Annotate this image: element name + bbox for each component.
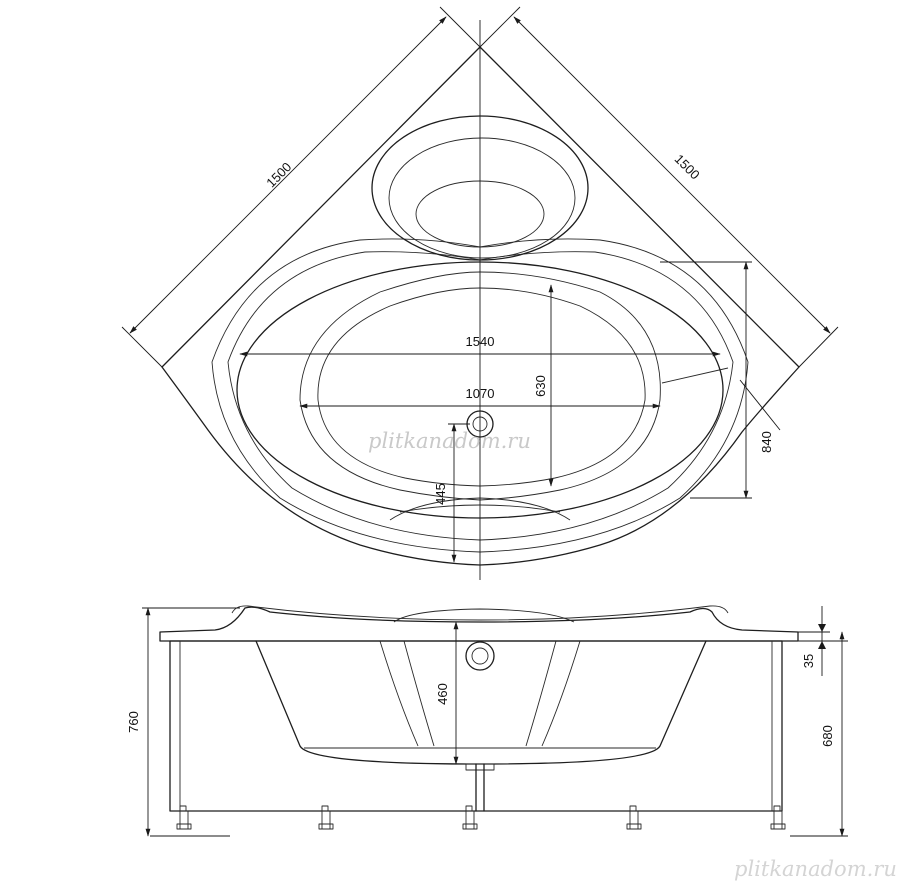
dim-label-bowl-depth: 460 — [435, 683, 450, 705]
dim-line-side-left — [129, 16, 447, 334]
bottom-drain — [465, 763, 495, 771]
arrow-head — [818, 624, 826, 632]
bowl-contour-left — [379, 640, 419, 747]
leader-line — [739, 379, 781, 431]
arrow-head — [818, 641, 826, 649]
headrest-bump — [393, 608, 575, 623]
rim-slab — [159, 606, 799, 642]
watermark-center: plitkanadom.ru — [368, 429, 531, 453]
dim-line-side-right — [513, 16, 831, 334]
dim-label-inner-length: 1540 — [466, 334, 495, 349]
armrest-right — [661, 367, 729, 384]
tub-outer-outline — [161, 46, 800, 566]
dim-label-panel-height: 680 — [820, 725, 835, 747]
bowl-contour-right — [541, 640, 581, 747]
ext-line — [479, 6, 521, 48]
ext-line — [798, 326, 839, 368]
dim-label-front-depth: 840 — [759, 431, 774, 453]
side-view: 760 460 35 680 — [126, 605, 848, 837]
ext-line — [439, 6, 481, 48]
dim-label-rim-thickness: 35 — [801, 654, 816, 668]
support-legs — [176, 805, 786, 830]
dim-label-drain-offset: 445 — [433, 483, 448, 505]
dim-label-bottom-length: 1070 — [466, 386, 495, 401]
dim-label-total-height: 760 — [126, 711, 141, 733]
watermark-corner: plitkanadom.ru — [734, 857, 897, 881]
dim-label-side-right: 1500 — [672, 151, 703, 182]
overflow-drain-inner — [471, 647, 489, 665]
bowl-contour-right-2 — [525, 640, 557, 747]
rim-top-curve — [231, 605, 729, 621]
dim-label-bottom-width: 630 — [533, 375, 548, 397]
ext-line — [121, 326, 163, 368]
bowl-contour-left-2 — [403, 640, 435, 747]
dim-label-side-left: 1500 — [263, 159, 294, 190]
top-view: 1500 1500 1540 1070 630 840 445 — [121, 6, 839, 580]
overflow-drain-outer — [465, 641, 495, 671]
bowl-profile — [255, 640, 707, 765]
